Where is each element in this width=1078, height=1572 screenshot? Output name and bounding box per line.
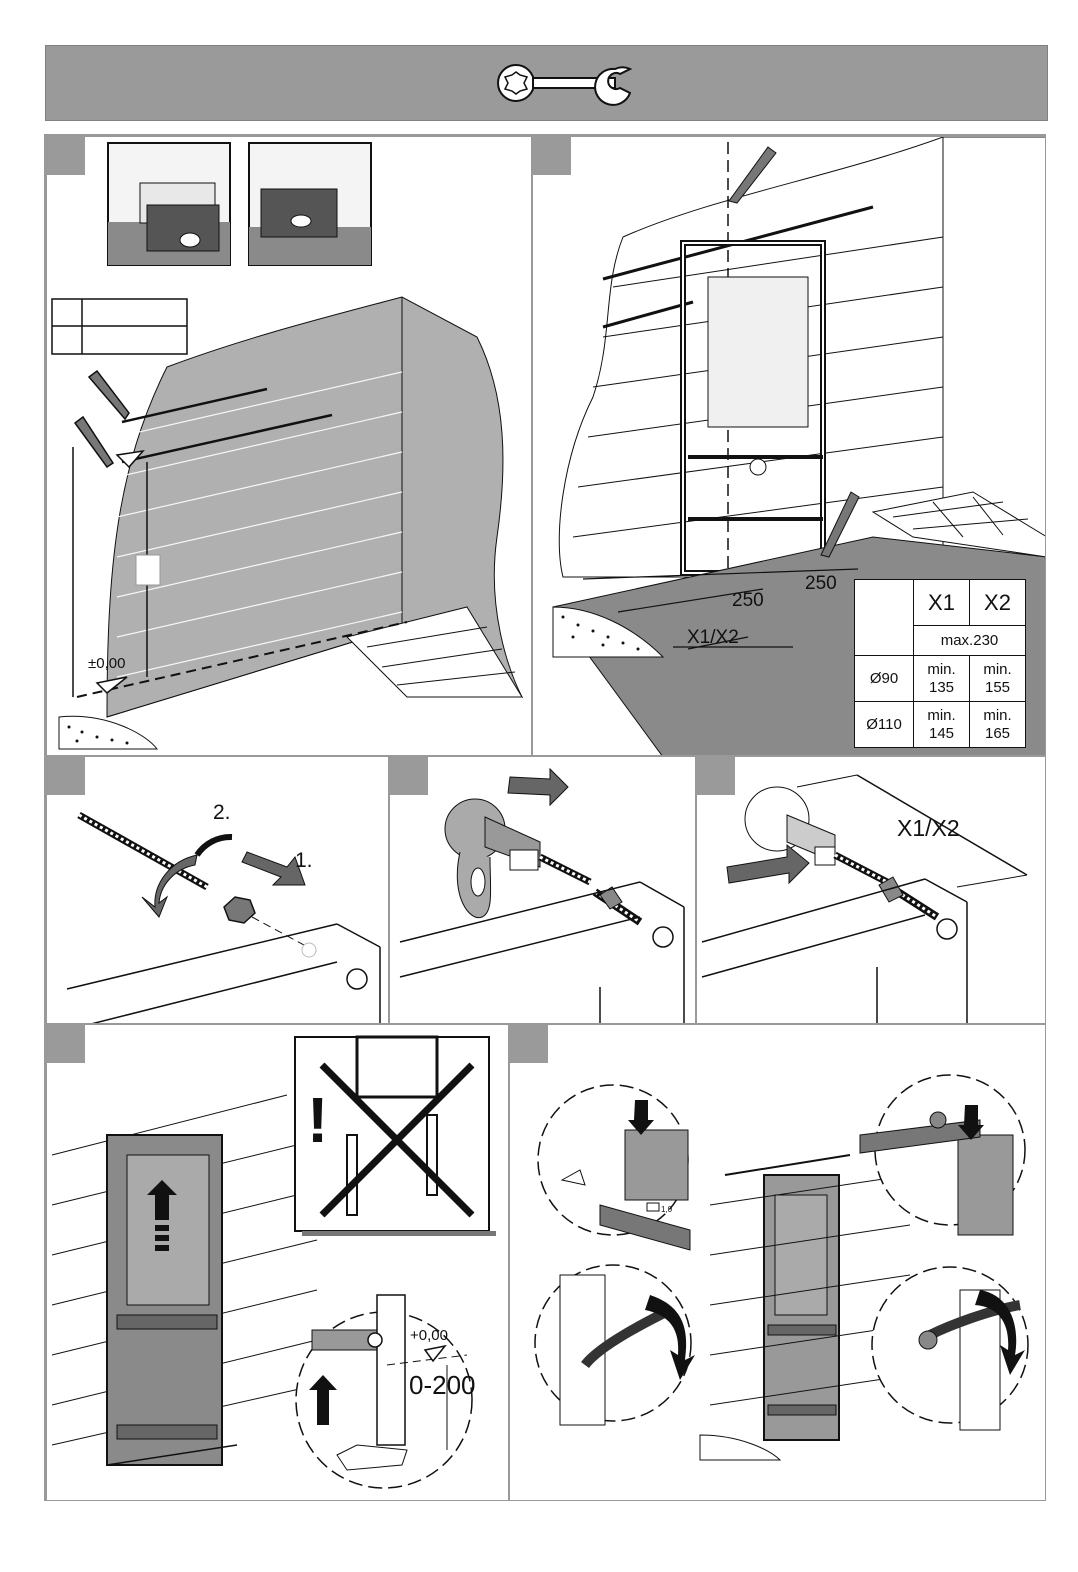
step-panel-5: X1/X2 <box>696 756 1046 1024</box>
step-panel-7: 1,0 <box>509 1024 1046 1501</box>
header-bar <box>45 45 1048 121</box>
table-cell: min. 145 <box>914 702 970 748</box>
step-panel-2: 250 250 X1/X2 X1 X2 max.230 Ø90 min. 135… <box>532 136 1046 756</box>
table-header-x1: X1 <box>914 580 970 626</box>
zero-level-label: ±0,00 <box>88 655 125 672</box>
instruction-grid: ±0,00 <box>44 134 1046 1501</box>
offset-label: +0,00 <box>410 1327 448 1344</box>
mounting-bracket-illustration <box>390 757 696 1024</box>
table-cell: min. 165 <box>970 702 1026 748</box>
distance-table: X1 X2 max.230 Ø90 min. 135 min. 155 Ø110… <box>854 579 1026 748</box>
step-2-label: 2. <box>213 801 231 825</box>
dimension-250-left: 250 <box>732 590 764 612</box>
step-panel-6: ! +0,00 0-200 <box>46 1024 509 1501</box>
table-header-x2: X2 <box>970 580 1026 626</box>
frame-height-adjustment-illustration <box>47 1025 509 1501</box>
table-cell: min. 155 <box>970 656 1026 702</box>
table-row-diameter: Ø90 <box>855 656 914 702</box>
dimension-250-right: 250 <box>805 573 837 595</box>
level-reading: 1,0 <box>661 1205 672 1214</box>
height-range-label: 0-200 <box>409 1370 476 1401</box>
distance-x1-x2-label: X1/X2 <box>897 815 960 842</box>
warning-exclamation: ! <box>307 1083 328 1157</box>
distance-x1-x2-label: X1/X2 <box>687 627 739 649</box>
wrench-icon <box>46 46 1047 120</box>
step-panel-4 <box>389 756 696 1024</box>
step-panel-3: 2. 1. <box>46 756 389 1024</box>
threaded-rod-illustration <box>47 757 389 1024</box>
step-1-label: 1. <box>295 849 313 873</box>
step-panel-1: ±0,00 <box>46 136 532 756</box>
frame-leveling-illustration <box>510 1025 1046 1501</box>
table-max-value: max.230 <box>914 626 1026 656</box>
table-cell: min. 135 <box>914 656 970 702</box>
table-row-diameter: Ø110 <box>855 702 914 748</box>
bracket-distance-illustration <box>697 757 1046 1024</box>
